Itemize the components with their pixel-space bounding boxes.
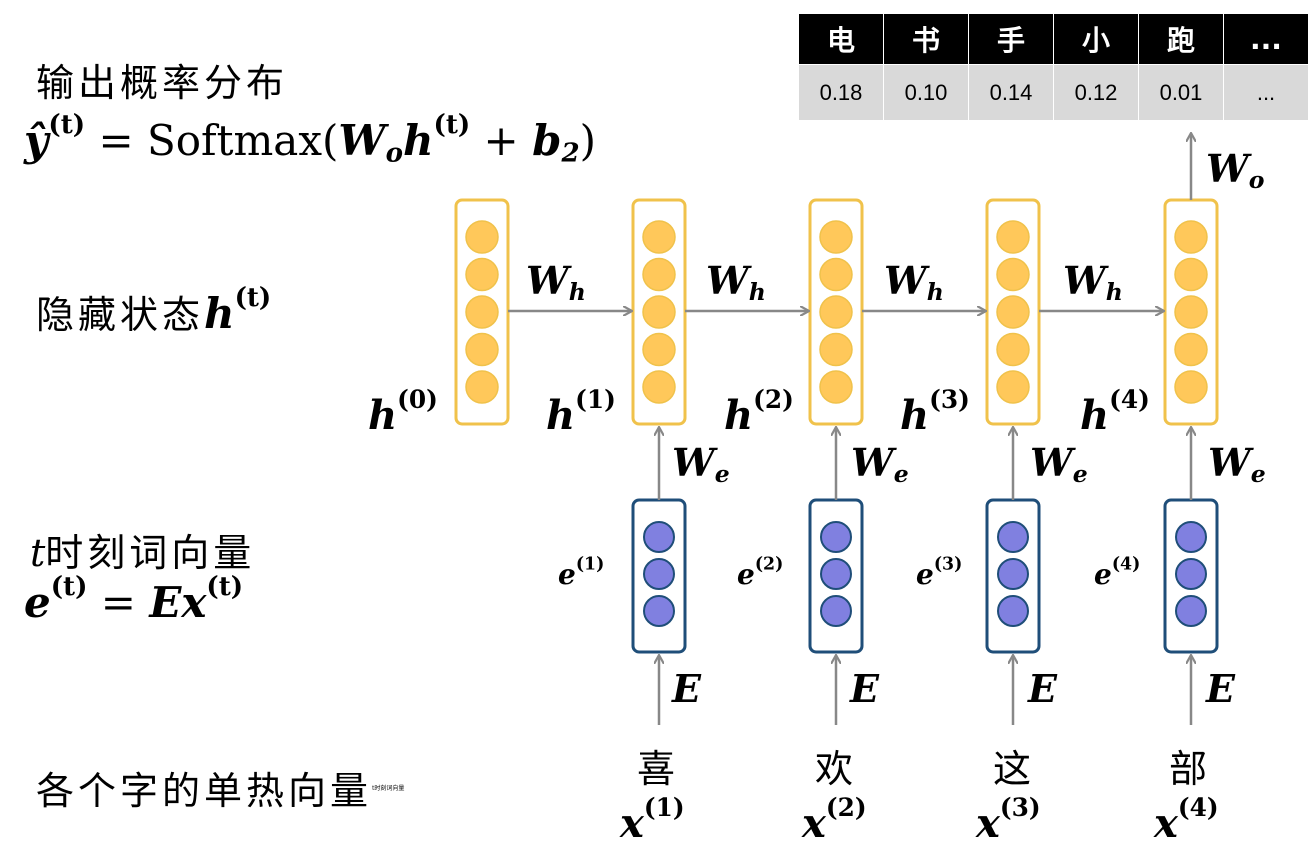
table-header-cell: 跑 <box>1138 14 1224 65</box>
table-value-cell: 0.10 <box>883 64 969 120</box>
embedding-unit-circle <box>643 558 675 590</box>
embedding-unit-circle <box>643 521 675 553</box>
e-label-3: e(3) <box>916 554 963 591</box>
tiny-note: t时刻词向量 <box>372 785 405 792</box>
input-word-char: 这 <box>993 747 1032 791</box>
h-label-1: h(1) <box>546 384 616 439</box>
embedding-unit-circle <box>643 595 675 627</box>
x-label-1: x(1) <box>620 792 685 847</box>
embedding-unit-circle <box>1175 595 1207 627</box>
e-label-1: e(1) <box>558 554 605 591</box>
hidden-unit-circle <box>465 332 499 367</box>
hidden-unit-circle <box>996 295 1030 329</box>
hidden-state-label: 隐藏状态h(t) <box>36 282 272 338</box>
table-header-cell: 小 <box>1053 14 1139 65</box>
table-value-cell: 0.01 <box>1138 64 1224 120</box>
table-header-cell: 电 <box>798 14 884 65</box>
hidden-unit-circle <box>1174 295 1208 329</box>
embedding-unit-circle <box>820 595 852 627</box>
table-value-cell: ... <box>1223 64 1308 120</box>
hidden-unit-circle <box>996 370 1030 404</box>
hidden-unit-circle <box>819 220 853 254</box>
we-label: We <box>672 440 730 488</box>
hidden-unit-circle <box>465 295 499 329</box>
E-label: E <box>672 666 701 711</box>
embedding-unit-circle <box>1175 558 1207 590</box>
hidden-unit-circle <box>642 257 676 292</box>
h-label-0: h(0) <box>368 384 438 439</box>
hidden-unit-circle <box>465 370 499 404</box>
wo-label: Wo <box>1206 146 1265 194</box>
hidden-unit-circle <box>1174 257 1208 292</box>
table-value-cell: 0.14 <box>968 64 1054 120</box>
hidden-unit-circle <box>819 295 853 329</box>
h-label-2: h(2) <box>724 384 794 439</box>
hidden-unit-circle <box>642 220 676 254</box>
wh-label: Wh <box>884 258 944 306</box>
x-label-4: x(4) <box>1154 792 1219 847</box>
E-label: E <box>1206 666 1235 711</box>
one-hot-label: 各个字的单热向量t时刻词向量 <box>36 769 405 813</box>
input-word-char: 欢 <box>815 747 854 791</box>
table-header-cell: 手 <box>968 14 1054 65</box>
table-value-cell: 0.12 <box>1053 64 1139 120</box>
hidden-unit-circle <box>819 332 853 367</box>
input-word-char: 喜 <box>637 747 676 791</box>
softmax-formula: ŷ(t) = Softmax(Woh(t) + b2) <box>24 109 596 169</box>
hidden-unit-circle <box>642 295 676 329</box>
we-label: We <box>1208 440 1266 488</box>
embedding-unit-circle <box>997 595 1029 627</box>
hidden-unit-circle <box>996 257 1030 292</box>
embedding-unit-circle <box>820 521 852 553</box>
h-label-3: h(3) <box>900 384 970 439</box>
wh-label: Wh <box>1063 258 1123 306</box>
embedding-unit-circle <box>1175 521 1207 553</box>
embedding-unit-circle <box>997 521 1029 553</box>
hidden-unit-circle <box>465 220 499 254</box>
we-label: We <box>851 440 909 488</box>
x-label-2: x(2) <box>802 792 867 847</box>
hidden-unit-circle <box>819 370 853 404</box>
table-value-cell: 0.18 <box>798 64 884 120</box>
hidden-unit-circle <box>642 332 676 367</box>
output-distribution-label: 输出概率分布 <box>36 61 289 105</box>
hidden-unit-circle <box>1174 370 1208 404</box>
input-word-char: 部 <box>1169 747 1208 791</box>
e-label-4: e(4) <box>1094 554 1141 591</box>
hidden-unit-circle <box>1174 220 1208 254</box>
E-label: E <box>1028 666 1057 711</box>
hidden-unit-circle <box>642 370 676 404</box>
h-label-4: h(4) <box>1080 384 1150 439</box>
wh-label: Wh <box>706 258 766 306</box>
hidden-unit-circle <box>819 257 853 292</box>
embedding-unit-circle <box>820 558 852 590</box>
hidden-unit-circle <box>996 332 1030 367</box>
e-label-2: e(2) <box>737 554 784 591</box>
hidden-unit-circle <box>1174 332 1208 367</box>
we-label: We <box>1030 440 1088 488</box>
embedding-unit-circle <box>997 558 1029 590</box>
hidden-unit-circle <box>996 220 1030 254</box>
embedding-formula: e(t) = Ex(t) <box>24 571 244 627</box>
table-header-cell: ... <box>1223 14 1308 65</box>
E-label: E <box>850 666 879 711</box>
embedding-label: t时刻词向量 <box>30 531 256 575</box>
wh-label: Wh <box>526 258 586 306</box>
hidden-unit-circle <box>465 257 499 292</box>
table-header-cell: 书 <box>883 14 969 65</box>
probability-table: 电 书 手 小 跑 ... 0.18 0.10 0.14 0.12 0.01 .… <box>798 14 1308 120</box>
x-label-3: x(3) <box>976 792 1041 847</box>
